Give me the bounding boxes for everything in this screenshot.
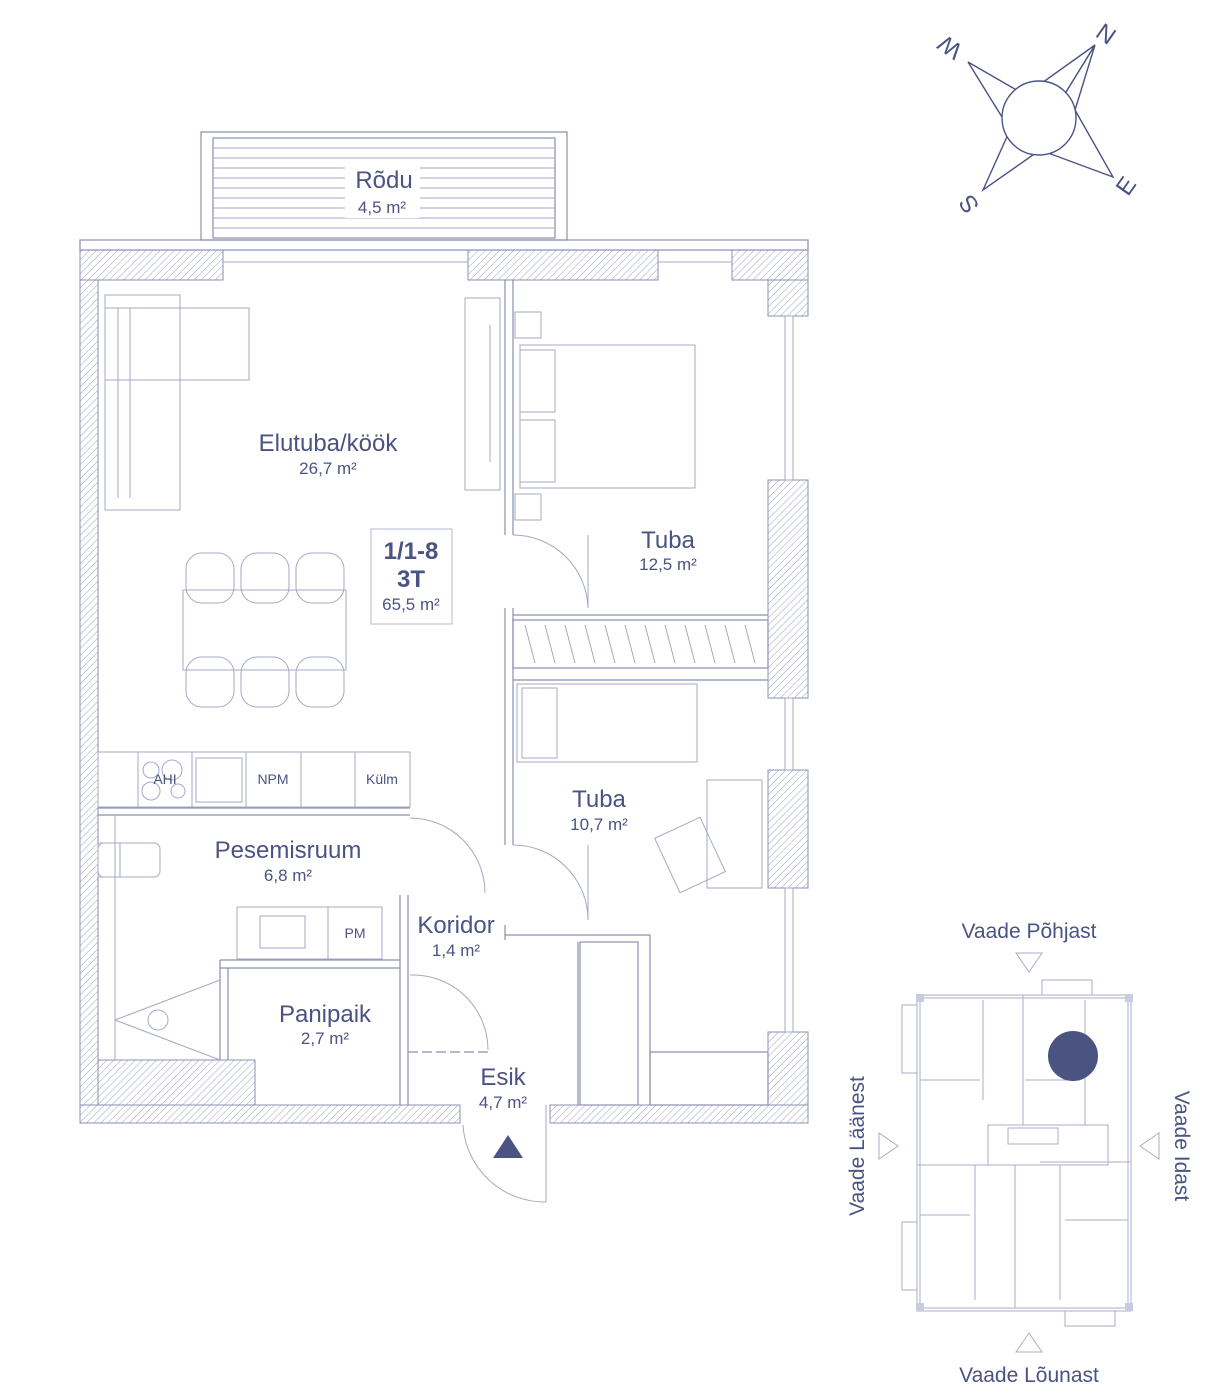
furniture xyxy=(97,294,763,1061)
wardrobe-hatch xyxy=(524,624,756,664)
room-area-balcony: 4,5 m² xyxy=(358,198,407,217)
apartment-code: 1/1-8 xyxy=(384,538,439,565)
oven-label: AHI xyxy=(153,771,176,787)
room-name-bedroom-1: Tuba xyxy=(641,527,695,554)
room-name-storage: Panipaik xyxy=(279,1001,372,1028)
compass-east: E xyxy=(1111,172,1142,201)
balcony xyxy=(200,131,568,241)
room-area-living: 26,7 m² xyxy=(299,459,357,478)
compass-icon xyxy=(967,44,1115,193)
interior-walls xyxy=(97,280,769,1106)
doors xyxy=(409,534,589,1203)
dishwasher-label: NPM xyxy=(257,771,288,787)
room-name-corridor: Koridor xyxy=(417,912,494,939)
room-area-storage: 2,7 m² xyxy=(301,1029,350,1048)
view-east-label: Vaade Idast xyxy=(1170,1091,1193,1202)
washer-label: PM xyxy=(345,925,366,941)
building-key-plan xyxy=(878,952,1160,1353)
view-south-label: Vaade Lõunast xyxy=(959,1364,1099,1387)
view-north-label: Vaade Põhjast xyxy=(961,920,1096,943)
compass-west: W xyxy=(933,29,967,64)
apartment-location-marker xyxy=(1048,1031,1098,1081)
view-west-label: Vaade Läänest xyxy=(846,1076,869,1216)
room-name-balcony: Rõdu xyxy=(355,167,412,194)
entrance-marker-icon xyxy=(493,1135,523,1158)
room-name-bedroom-2: Tuba xyxy=(572,786,626,813)
room-area-hall: 4,7 m² xyxy=(479,1093,528,1112)
room-name-bathroom: Pesemisruum xyxy=(215,837,362,864)
room-name-hall: Esik xyxy=(480,1064,526,1091)
fridge-label: Külm xyxy=(366,771,398,787)
room-area-corridor: 1,4 m² xyxy=(432,941,481,960)
apartment-info-box xyxy=(370,528,453,625)
apartment-type: 3T xyxy=(397,566,425,593)
compass-south: S xyxy=(954,189,985,218)
exterior-walls xyxy=(79,239,809,1124)
apartment-area: 65,5 m² xyxy=(382,595,440,614)
room-area-bedroom-1: 12,5 m² xyxy=(639,555,697,574)
room-area-bedroom-2: 10,7 m² xyxy=(570,815,628,834)
room-name-living: Elutuba/köök xyxy=(259,430,399,457)
room-area-bathroom: 6,8 m² xyxy=(264,866,313,885)
